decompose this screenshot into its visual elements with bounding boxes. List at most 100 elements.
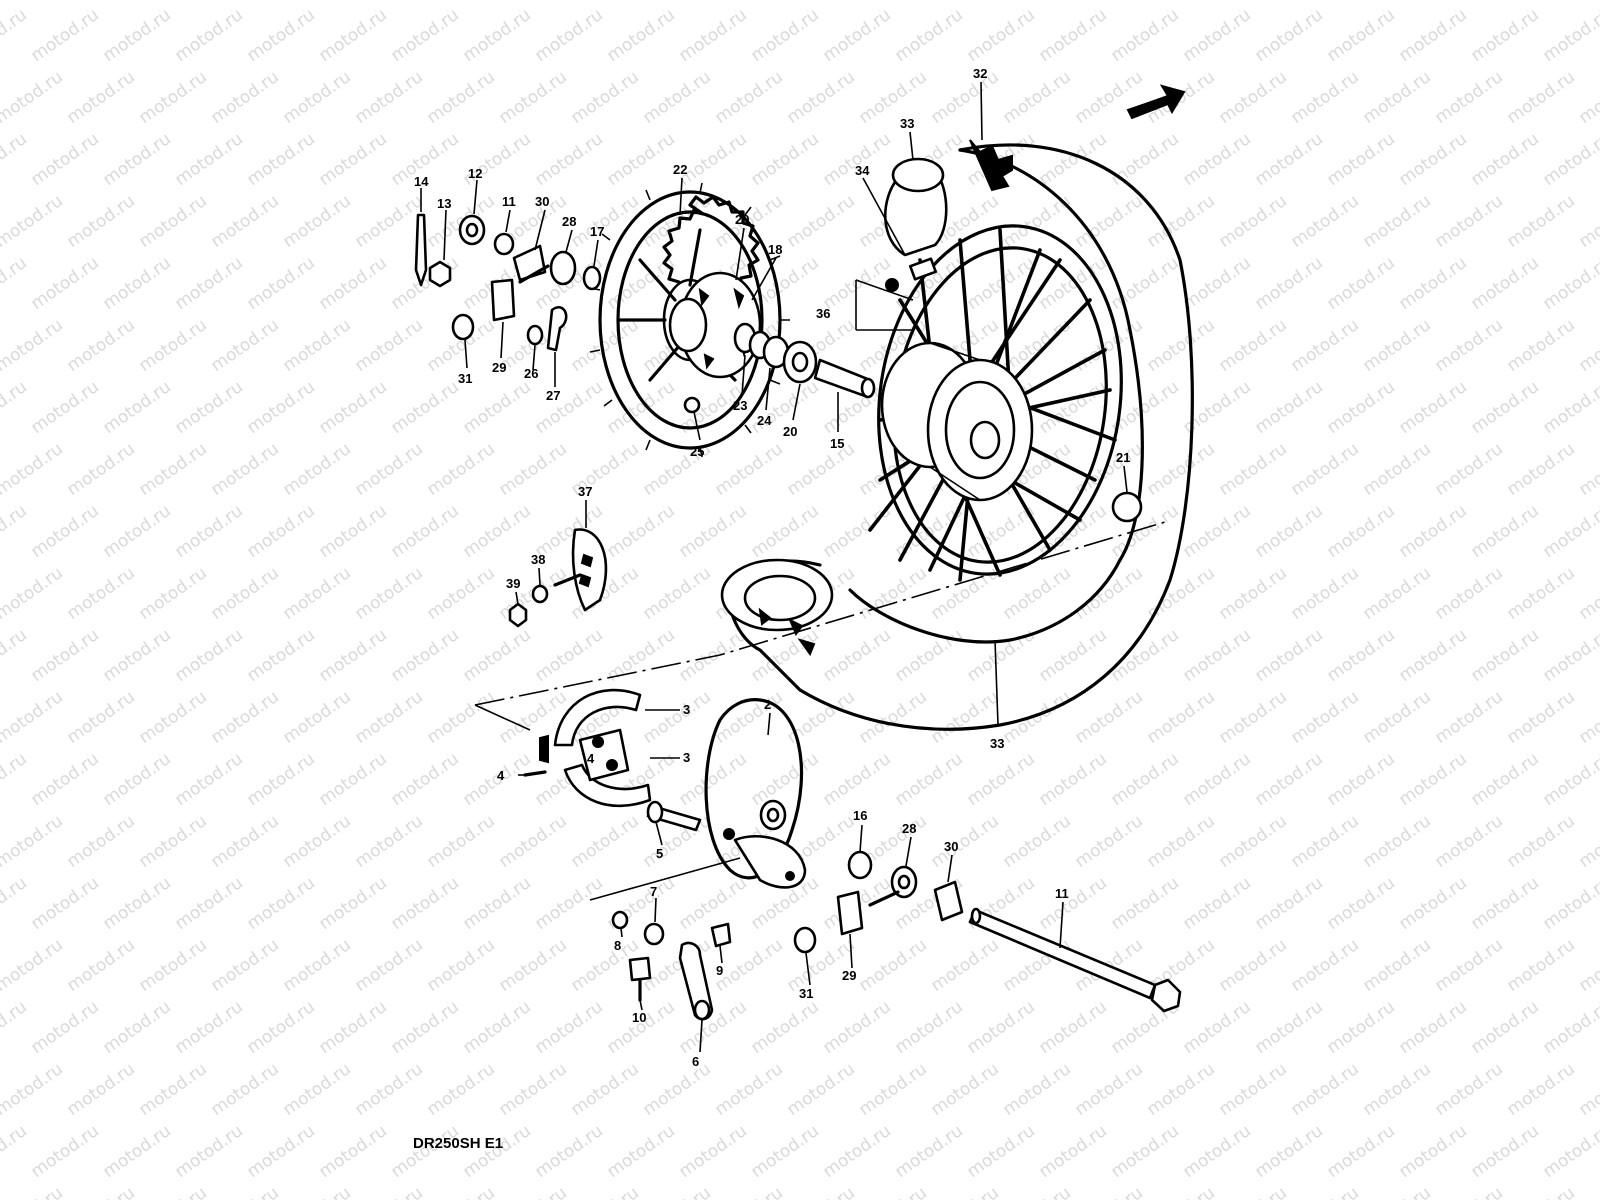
watermark-text: motod.ru <box>927 1183 1002 1200</box>
watermark-text: motod.ru <box>1179 873 1254 934</box>
sprocket-bearings <box>748 330 876 399</box>
watermark-text: motod.ru <box>1215 563 1290 624</box>
watermark-text: motod.ru <box>639 191 714 252</box>
watermark-text: motod.ru <box>243 749 318 810</box>
watermark-text: motod.ru <box>0 67 67 128</box>
watermark-text: motod.ru <box>1395 377 1470 438</box>
watermark-text: motod.ru <box>1431 439 1506 500</box>
tire <box>720 139 1194 731</box>
watermark-text: motod.ru <box>855 563 930 624</box>
brake-shoes <box>523 688 652 808</box>
watermark-text: motod.ru <box>1431 67 1506 128</box>
watermark-text: motod.ru <box>1287 563 1362 624</box>
watermark-text: motod.ru <box>783 191 858 252</box>
watermark-text: motod.ru <box>1575 439 1600 500</box>
watermark-text: motod.ru <box>423 67 498 128</box>
watermark-text: motod.ru <box>1215 0 1290 4</box>
watermark-text: motod.ru <box>1071 0 1146 4</box>
watermark-text: motod.ru <box>1539 5 1600 66</box>
watermark-text: motod.ru <box>855 0 930 4</box>
watermark-text: motod.ru <box>1287 439 1362 500</box>
watermark-text: motod.ru <box>27 5 102 66</box>
watermark-text: motod.ru <box>1287 687 1362 748</box>
watermark-text: motod.ru <box>531 997 606 1058</box>
watermark-text: motod.ru <box>1287 1059 1362 1120</box>
watermark-text: motod.ru <box>423 1059 498 1120</box>
watermark-text: motod.ru <box>1035 129 1110 190</box>
watermark-text: motod.ru <box>927 811 1002 872</box>
watermark-text: motod.ru <box>1395 501 1470 562</box>
watermark-text: motod.ru <box>243 501 318 562</box>
watermark-text: motod.ru <box>1575 687 1600 748</box>
watermark-text: motod.ru <box>1287 191 1362 252</box>
watermark-text: motod.ru <box>963 997 1038 1058</box>
watermark-text: motod.ru <box>243 625 318 686</box>
watermark-text: motod.ru <box>603 501 678 562</box>
forward-arrow-icon <box>1126 84 1186 120</box>
watermark-text: motod.ru <box>1359 439 1434 500</box>
watermark-text: motod.ru <box>459 501 534 562</box>
watermark-text: motod.ru <box>315 377 390 438</box>
callout-4b: 4 <box>587 751 595 766</box>
watermark-text: motod.ru <box>1431 0 1506 4</box>
watermark-text: motod.ru <box>63 1183 138 1200</box>
watermark-text: motod.ru <box>1251 501 1326 562</box>
watermark-text: motod.ru <box>1287 811 1362 872</box>
watermark-text: motod.ru <box>243 873 318 934</box>
callout-37: 37 <box>578 484 592 499</box>
watermark-text: motod.ru <box>1143 439 1218 500</box>
watermark-text: motod.ru <box>63 687 138 748</box>
watermark-text: motod.ru <box>27 501 102 562</box>
watermark-text: motod.ru <box>387 625 462 686</box>
watermark-text: motod.ru <box>1467 501 1542 562</box>
watermark-text: motod.ru <box>1503 1059 1578 1120</box>
watermark-text: motod.ru <box>1575 563 1600 624</box>
watermark-text: motod.ru <box>1323 873 1398 934</box>
watermark-text: motod.ru <box>1071 1059 1146 1120</box>
watermark-text: motod.ru <box>423 563 498 624</box>
watermark-text: motod.ru <box>315 5 390 66</box>
watermark-text: motod.ru <box>1503 935 1578 996</box>
watermark-text: motod.ru <box>999 1183 1074 1200</box>
watermark-text: motod.ru <box>1179 997 1254 1058</box>
watermark-text: motod.ru <box>999 67 1074 128</box>
watermark-text: motod.ru <box>27 377 102 438</box>
watermark-text: motod.ru <box>711 1059 786 1120</box>
callout-10: 10 <box>632 1010 646 1025</box>
watermark-text: motod.ru <box>531 625 606 686</box>
watermark-text: motod.ru <box>855 67 930 128</box>
watermark-text: motod.ru <box>1215 439 1290 500</box>
watermark-text: motod.ru <box>1431 315 1506 376</box>
watermark-text: motod.ru <box>0 997 31 1058</box>
watermark-text: motod.ru <box>1431 1059 1506 1120</box>
watermark-text: motod.ru <box>1359 935 1434 996</box>
watermark-text: motod.ru <box>1503 1183 1578 1200</box>
watermark-text: motod.ru <box>0 563 67 624</box>
watermark-text: motod.ru <box>0 501 31 562</box>
watermark-text: motod.ru <box>1395 5 1470 66</box>
watermark-text: motod.ru <box>639 1059 714 1120</box>
watermark-text: motod.ru <box>783 687 858 748</box>
watermark-text: motod.ru <box>1359 563 1434 624</box>
watermark-text: motod.ru <box>1539 129 1600 190</box>
callout-24: 22 <box>673 162 687 177</box>
watermark-text: motod.ru <box>135 563 210 624</box>
watermark-text: motod.ru <box>1107 625 1182 686</box>
watermark-text: motod.ru <box>0 129 31 190</box>
watermark-text: motod.ru <box>1467 377 1542 438</box>
watermark-text: motod.ru <box>1359 811 1434 872</box>
watermark-text: motod.ru <box>0 377 31 438</box>
watermark-text: motod.ru <box>1071 687 1146 748</box>
watermark-text: motod.ru <box>351 811 426 872</box>
model-label: DR250SH E1 <box>413 1135 503 1152</box>
watermark-text: motod.ru <box>1539 625 1600 686</box>
watermark-text: motod.ru <box>1467 1121 1542 1182</box>
watermark-text: motod.ru <box>1251 873 1326 934</box>
watermark-text: motod.ru <box>0 5 31 66</box>
watermark-text: motod.ru <box>603 5 678 66</box>
watermark-text: motod.ru <box>675 5 750 66</box>
watermark-text: motod.ru <box>1215 1183 1290 1200</box>
watermark-text: motod.ru <box>1287 1183 1362 1200</box>
watermark-text: motod.ru <box>819 5 894 66</box>
watermark-text: motod.ru <box>1395 253 1470 314</box>
